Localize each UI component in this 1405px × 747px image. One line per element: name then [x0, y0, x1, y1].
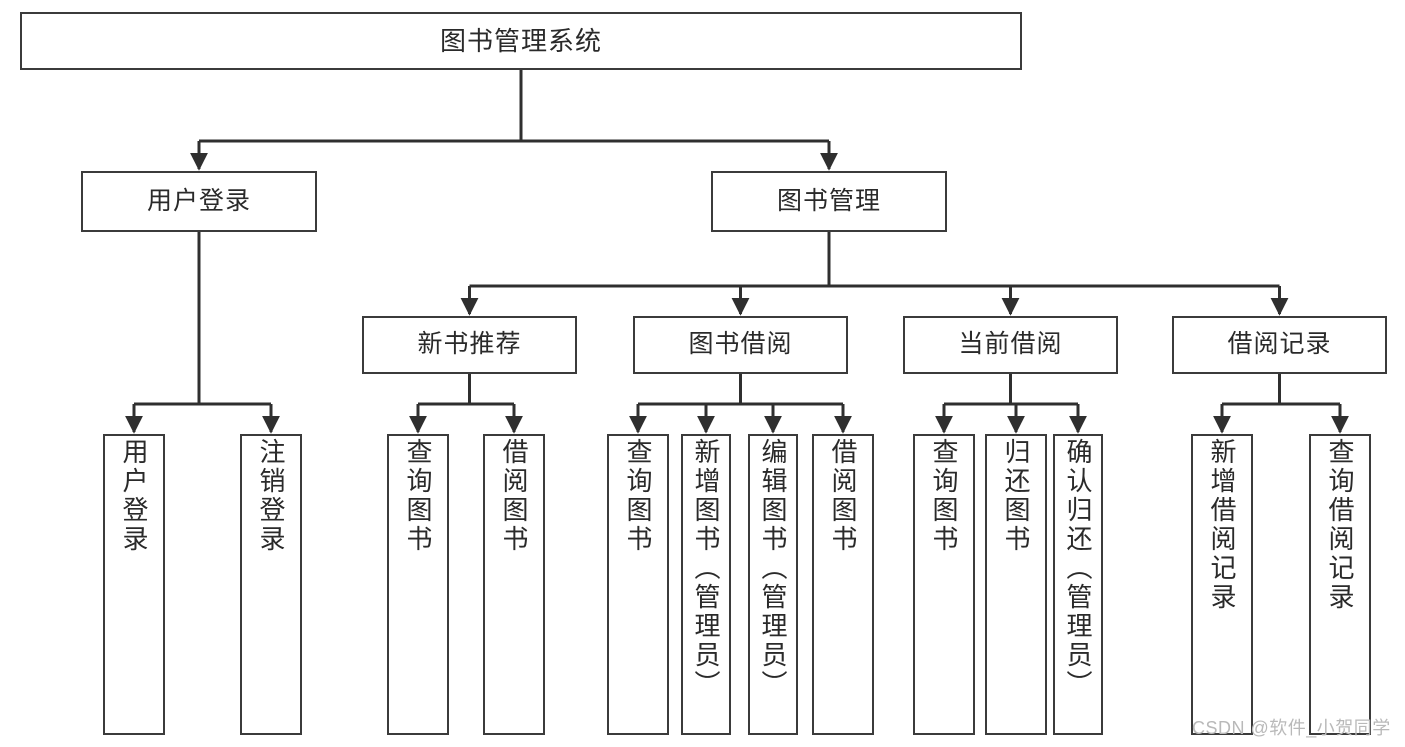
leaf-edit-book-admin[interactable]: 编辑图书（管理员） [748, 434, 798, 735]
leaf-query-book-a[interactable]: 查询图书 [387, 434, 449, 735]
leaf-borrow-book-b-label: 借阅图书 [828, 438, 858, 554]
node-book-borrow[interactable]: 图书借阅 [633, 316, 848, 374]
node-book-management[interactable]: 图书管理 [711, 171, 947, 232]
node-current-borrow[interactable]: 当前借阅 [903, 316, 1118, 374]
leaf-query-borrow-record-label: 查询借阅记录 [1325, 438, 1355, 612]
node-book-management-label: 图书管理 [776, 186, 881, 215]
leaf-borrow-book-a-label: 借阅图书 [499, 438, 529, 554]
leaf-query-book-b[interactable]: 查询图书 [607, 434, 669, 735]
leaf-edit-book-admin-label: 编辑图书（管理员） [758, 438, 788, 699]
leaf-confirm-return-admin[interactable]: 确认归还（管理员） [1053, 434, 1103, 735]
leaf-add-book-admin-label: 新增图书（管理员） [691, 438, 721, 699]
leaf-user-login[interactable]: 用户登录 [103, 434, 165, 735]
node-new-book-recommend[interactable]: 新书推荐 [362, 316, 577, 374]
leaf-borrow-book-a[interactable]: 借阅图书 [483, 434, 545, 735]
leaf-return-book[interactable]: 归还图书 [985, 434, 1047, 735]
node-current-borrow-label: 当前借阅 [958, 330, 1063, 359]
node-root-library-system-label: 图书管理系统 [439, 25, 602, 56]
node-borrow-record-label: 借阅记录 [1227, 330, 1332, 359]
leaf-query-book-a-label: 查询图书 [403, 438, 433, 554]
leaf-borrow-book-b[interactable]: 借阅图书 [812, 434, 874, 735]
leaf-query-borrow-record[interactable]: 查询借阅记录 [1309, 434, 1371, 735]
leaf-add-borrow-record[interactable]: 新增借阅记录 [1191, 434, 1253, 735]
leaf-query-book-c-label: 查询图书 [929, 438, 959, 554]
leaf-logout-label: 注销登录 [256, 438, 286, 554]
leaf-query-book-b-label: 查询图书 [623, 438, 653, 554]
leaf-add-book-admin[interactable]: 新增图书（管理员） [681, 434, 731, 735]
leaf-user-login-label: 用户登录 [119, 438, 149, 554]
node-borrow-record[interactable]: 借阅记录 [1172, 316, 1387, 374]
node-user-login-label: 用户登录 [146, 186, 251, 215]
node-user-login[interactable]: 用户登录 [81, 171, 317, 232]
leaf-query-book-c[interactable]: 查询图书 [913, 434, 975, 735]
leaf-add-borrow-record-label: 新增借阅记录 [1207, 438, 1237, 612]
node-root-library-system[interactable]: 图书管理系统 [20, 12, 1022, 70]
leaf-confirm-return-admin-label: 确认归还（管理员） [1063, 438, 1093, 699]
leaf-logout[interactable]: 注销登录 [240, 434, 302, 735]
node-new-book-recommend-label: 新书推荐 [417, 330, 522, 359]
leaf-return-book-label: 归还图书 [1001, 438, 1031, 554]
node-book-borrow-label: 图书借阅 [688, 330, 793, 359]
